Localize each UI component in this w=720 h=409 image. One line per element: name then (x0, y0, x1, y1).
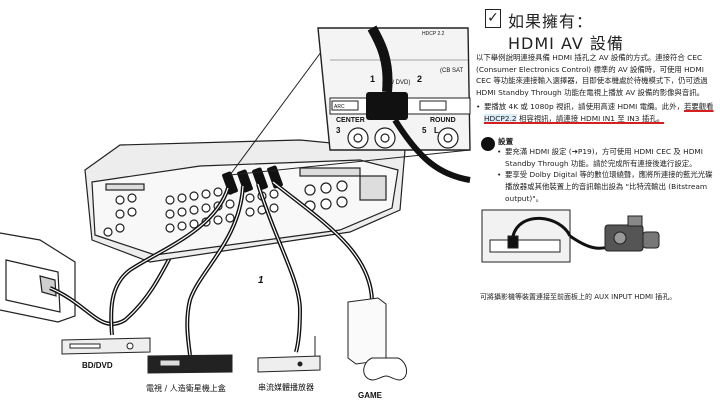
device-label-streaming: 串流媒體播放器 (258, 382, 314, 392)
title-line-1: 如果擁有： (508, 12, 594, 31)
zoom-inset (229, 25, 471, 183)
settings-gear-icon (481, 137, 495, 151)
inset-num-1: 1 (370, 74, 375, 84)
inset-num-2: 2 (417, 74, 422, 84)
inset-l-label: L (434, 126, 439, 135)
camcorder-connection-illustration (481, 209, 660, 263)
bullet-text-pre: 要播放 4K 或 1080p 視訊，請使用高速 HDMI 電纜。此外， (484, 102, 684, 111)
bullet-list: 要播放 4K 或 1080p 視訊，請使用高速 HDMI 電纜。此外，若要觀看 … (476, 101, 714, 124)
game-console-icon (347, 297, 407, 381)
inset-num-5: 5 (422, 126, 427, 135)
inset-hdcp-label: HDCP 2.2 (422, 31, 445, 37)
connection-marker: 1 (258, 275, 264, 286)
bd-dvd-player-icon (61, 337, 151, 355)
settings-list: 要充滿 HDMI 設定 (➔P19)，方可使用 HDMI CEC 及 HDMI … (497, 146, 715, 205)
inset-bd-dvd-label: (BD/ DVD) (382, 80, 410, 86)
streaming-player-icon (257, 336, 321, 373)
device-label-bd-dvd: BD/DVD (82, 361, 113, 370)
bullet-text-underlined-a: 若要觀看 (683, 102, 714, 111)
intro-paragraph: 以下舉例說明連接具備 HDMI 插孔之 AV 設備的方式。連接符合 CEC (C… (476, 53, 708, 98)
receiver-illustration (84, 139, 406, 263)
hdcp-highlight: HDCP2.2 (484, 113, 517, 123)
tv-illustration (0, 232, 76, 323)
settings-title: 設置 (498, 137, 514, 146)
bullet-item-hdcp: 要播放 4K 或 1080p 視訊，請使用高速 HDMI 電纜。此外，若要觀看 … (476, 101, 714, 124)
inset-cbl-sat-label: (CB SAT (440, 68, 464, 74)
settings-item: 要充滿 HDMI 設定 (➔P19)，方可使用 HDMI CEC 及 HDMI … (497, 146, 715, 169)
hdmi-plugs (222, 165, 283, 195)
title-line-2: HDMI AV 設備 (508, 34, 624, 53)
inset-num-3: 3 (336, 126, 341, 135)
inset-arc-label: ARC (334, 104, 345, 110)
inset-center-label: CENTER (336, 117, 365, 124)
set-top-box-icon (147, 354, 233, 374)
bullet-text-underlined-b: 相容視訊，請連接 HDMI IN1 至 IN3 插孔。 (516, 113, 665, 123)
device-label-stb: 電視 / 人造衛星機上盒 (146, 383, 226, 393)
title-check-icon: ✓ (485, 9, 501, 28)
camcorder-footnote: 可將攝影機等裝置連接至前面板上的 AUX INPUT HDMI 插孔。 (480, 293, 677, 301)
inset-round-label: ROUND (430, 117, 456, 124)
device-label-game: GAME (358, 391, 383, 400)
settings-item: 要享受 Dolby Digital 等的數位環繞聲，應將所連接的藍光光碟播放器或… (497, 169, 715, 204)
